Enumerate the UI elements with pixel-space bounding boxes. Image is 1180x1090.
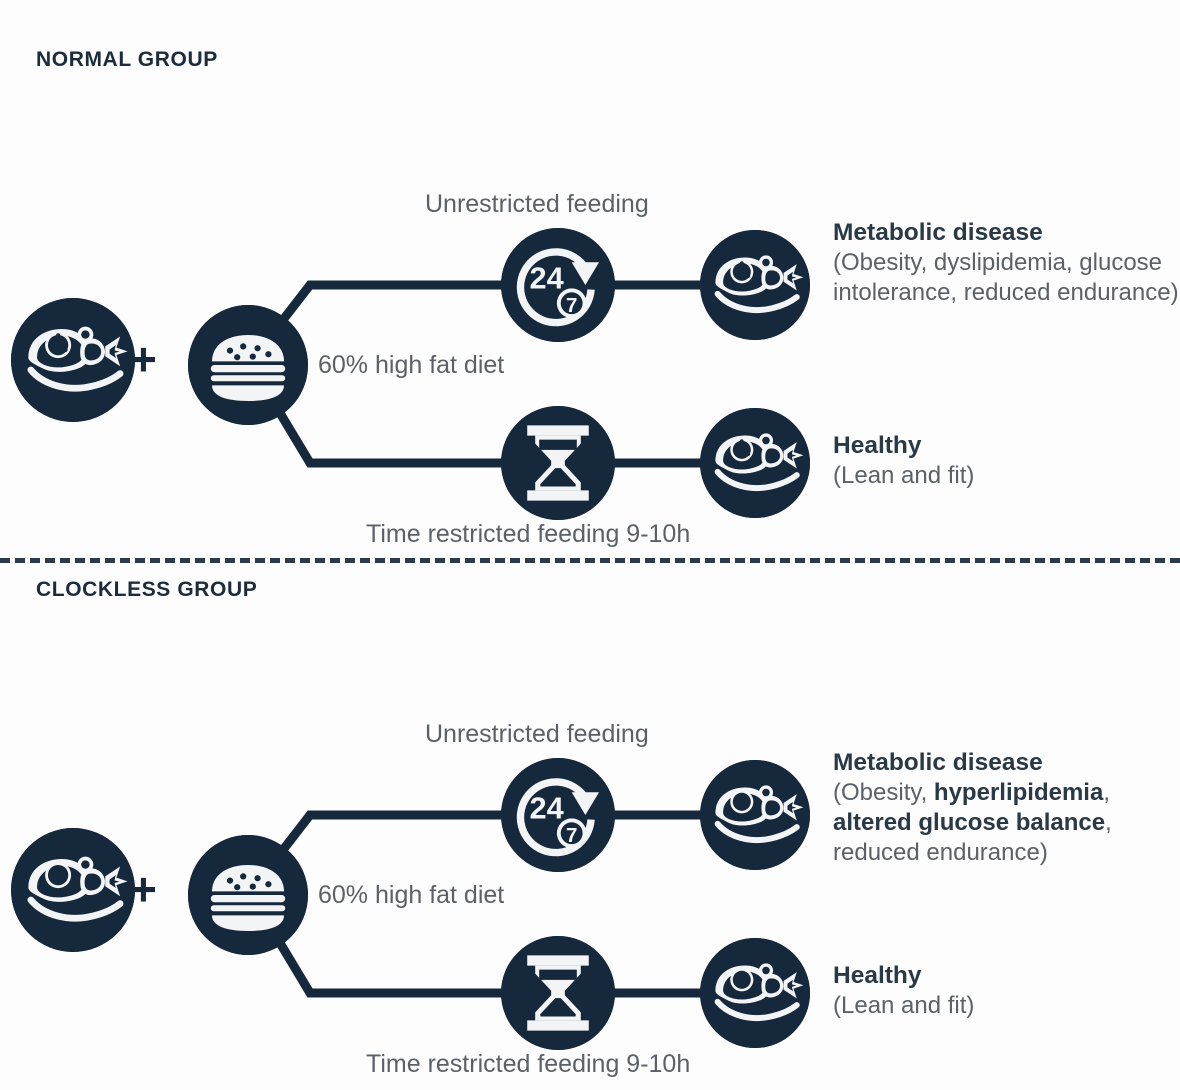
panel-divider [0, 558, 1180, 563]
hourglass-icon [501, 406, 615, 520]
outcome-title: Healthy [833, 962, 922, 989]
outcome-metabolic-disease: Metabolic disease (Obesity, dyslipidemia… [833, 218, 1180, 308]
outcome-mouse-icon-disease [700, 230, 810, 340]
twenty-four-seven-icon: 24 7 [501, 758, 615, 872]
hourglass-icon [501, 936, 615, 1050]
outcome-detail: (Lean and fit) [833, 462, 975, 489]
time-restricted-feeding-label: Time restricted feeding 9-10h [366, 1050, 691, 1078]
time-restricted-feeding-label: Time restricted feeding 9-10h [366, 520, 691, 548]
panel-normal-group: NORMAL GROUP + [0, 40, 1180, 548]
outcome-title: Metabolic disease [833, 749, 1043, 776]
outcome-mouse-icon-disease [700, 760, 810, 870]
diet-label: 60% high fat diet [318, 351, 505, 379]
group-heading: CLOCKLESS GROUP [36, 578, 258, 601]
outcome-healthy: Healthy (Lean and fit) [833, 431, 1180, 491]
outcome-detail: (Obesity, hyperlipidemia, altered glucos… [833, 779, 1112, 866]
outcome-detail: (Obesity, dyslipidemia, glucose intolera… [833, 249, 1179, 306]
svg-text:24: 24 [529, 260, 563, 295]
start-mouse-icon [11, 298, 135, 422]
twenty-four-seven-icon: 24 7 [501, 228, 615, 342]
plus-symbol: + [130, 333, 157, 385]
outcome-title: Metabolic disease [833, 219, 1043, 246]
diet-label: 60% high fat diet [318, 881, 505, 909]
group-heading: NORMAL GROUP [36, 48, 218, 71]
burger-icon [188, 835, 308, 955]
outcome-healthy: Healthy (Lean and fit) [833, 961, 1180, 1021]
outcome-title: Healthy [833, 432, 922, 459]
burger-icon [188, 305, 308, 425]
start-mouse-icon [11, 828, 135, 952]
svg-text:7: 7 [566, 294, 577, 317]
outcome-metabolic-disease: Metabolic disease (Obesity, hyperlipidem… [833, 748, 1180, 868]
unrestricted-feeding-label: Unrestricted feeding [425, 720, 649, 748]
outcome-mouse-icon-healthy [700, 938, 810, 1048]
unrestricted-feeding-label: Unrestricted feeding [425, 190, 649, 218]
plus-symbol: + [130, 863, 157, 915]
outcome-detail: (Lean and fit) [833, 992, 975, 1019]
svg-text:7: 7 [566, 824, 577, 847]
outcome-mouse-icon-healthy [700, 408, 810, 518]
svg-text:24: 24 [529, 790, 563, 825]
panel-clockless-group: CLOCKLESS GROUP + [0, 570, 1180, 1078]
